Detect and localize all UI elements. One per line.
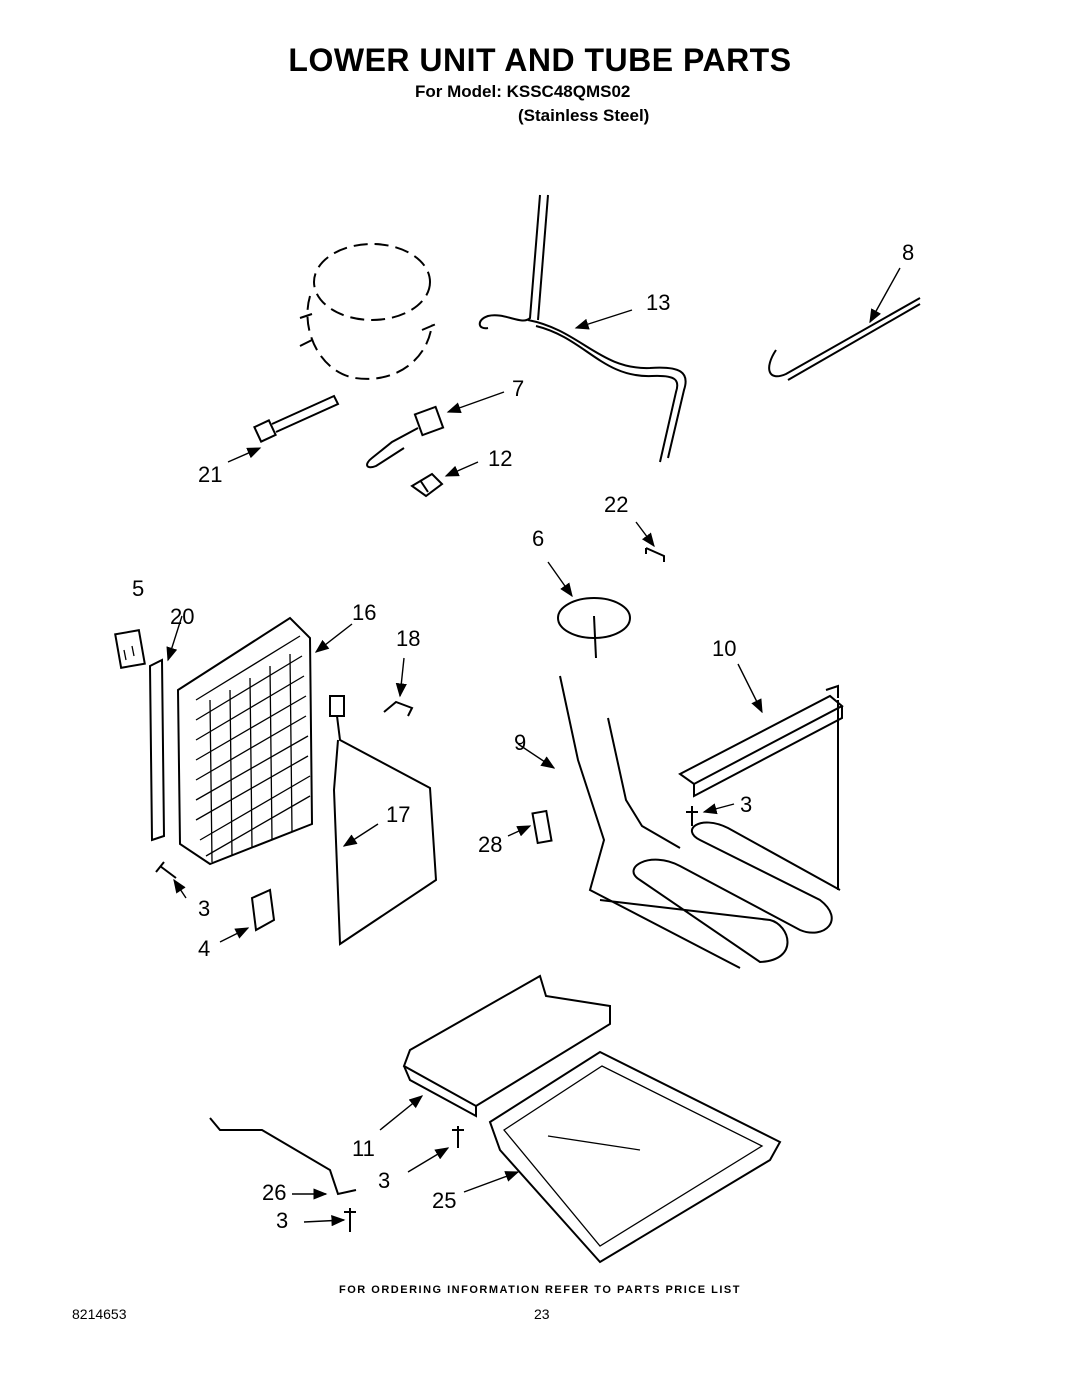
callout-28: 28 xyxy=(478,832,502,857)
callout-25: 25 xyxy=(432,1188,456,1213)
callout-7: 7 xyxy=(512,376,524,401)
callout-20: 20 xyxy=(170,604,194,629)
screw-icon-d xyxy=(344,1208,356,1232)
callout-26: 26 xyxy=(262,1180,286,1205)
part-12-clip xyxy=(410,472,444,498)
screw-icon-b xyxy=(686,806,698,826)
part-22-clip xyxy=(645,547,665,562)
callout-16: 16 xyxy=(352,600,376,625)
part-8-wire xyxy=(768,297,921,381)
callout-13: 13 xyxy=(646,290,670,315)
page-title: LOWER UNIT AND TUBE PARTS xyxy=(288,42,792,78)
part-4-bracket xyxy=(250,888,276,932)
callout-5: 5 xyxy=(132,576,144,601)
part-20-bracket xyxy=(148,658,166,842)
part-13-tube xyxy=(478,194,687,463)
callout-4: 4 xyxy=(198,936,210,961)
callout-3-lower: 3 xyxy=(276,1208,288,1233)
callout-11: 11 xyxy=(352,1136,375,1161)
screw-icon-a xyxy=(155,861,177,879)
part-5-plate xyxy=(114,629,146,669)
part-17-heater xyxy=(329,695,438,946)
callout-21: 21 xyxy=(198,462,222,487)
callout-8: 8 xyxy=(902,240,914,265)
leader-arrows xyxy=(166,267,901,1227)
ordering-note: FOR ORDERING INFORMATION REFER TO PARTS … xyxy=(339,1284,741,1296)
callout-3-heater: 3 xyxy=(740,792,752,817)
callout-3-bracket: 3 xyxy=(378,1168,390,1193)
part-28-spacer xyxy=(531,809,553,845)
compressor-outline xyxy=(299,243,437,380)
screw-icon-c xyxy=(452,1126,464,1148)
part-16-evaporator xyxy=(176,616,314,866)
part-10-bracket xyxy=(678,684,844,798)
part-21-cable-tie xyxy=(253,394,340,443)
finish-line: (Stainless Steel) xyxy=(518,106,650,125)
part-26-bracket xyxy=(209,1117,357,1196)
part-7-thermistor xyxy=(366,405,445,469)
part-9-tubes xyxy=(559,675,841,969)
callout-12: 12 xyxy=(488,446,512,471)
callout-17: 17 xyxy=(386,802,410,827)
callout-6: 6 xyxy=(532,526,544,551)
page-number: 23 xyxy=(534,1306,550,1322)
doc-number: 8214653 xyxy=(72,1306,127,1322)
part-25-drain-pan xyxy=(488,1050,782,1264)
callout-3-evaporator: 3 xyxy=(198,896,210,921)
callout-18: 18 xyxy=(396,626,420,651)
callout-10: 10 xyxy=(712,636,736,661)
callout-22: 22 xyxy=(604,492,628,517)
part-6-loop xyxy=(557,597,631,659)
callout-9: 9 xyxy=(514,730,526,755)
part-18-bracket xyxy=(383,700,414,717)
model-line: For Model: KSSC48QMS02 xyxy=(415,82,631,101)
part-11-bracket xyxy=(402,974,611,1118)
